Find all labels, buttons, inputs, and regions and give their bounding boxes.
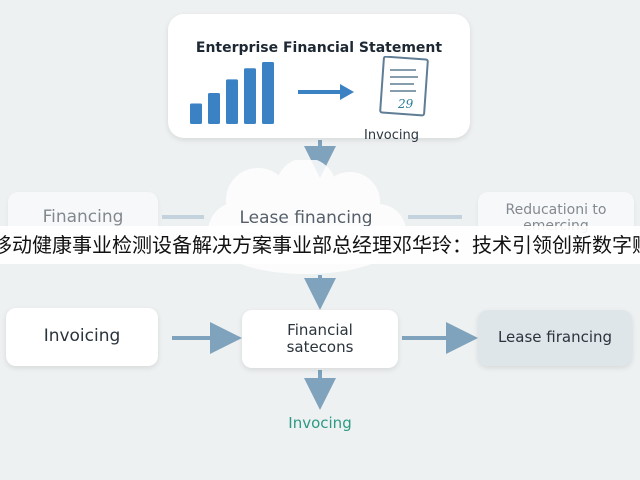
financial-statements-box: Financial satecons — [242, 310, 398, 368]
financial-label-line1: Financial — [287, 320, 353, 339]
financial-label-line2: satecons — [286, 338, 354, 356]
card-caption: Invocing — [364, 128, 419, 143]
invoicing-box: Invoicing — [6, 308, 158, 366]
bar-chart-icon — [190, 62, 274, 124]
invoicing-label: Invoicing — [43, 326, 121, 347]
lease-financing-box: Lease firancing — [478, 310, 632, 366]
card-title: Enterprise Financial Statement — [195, 40, 443, 56]
financial-statement-card: Enterprise Financial Statement 29 Invoci… — [168, 14, 470, 143]
bar-2 — [208, 93, 220, 124]
bar-4 — [244, 68, 256, 124]
invoice-document-icon: 29 — [379, 56, 429, 117]
financing-label: Financing — [42, 207, 124, 228]
lease-financing-label: Lease firancing — [497, 328, 613, 347]
doc-amount: 29 — [397, 97, 414, 111]
headline-banner: 移动健康事业检测设备解决方案事业部总经理邓华玲：技术引领创新数字赋 — [0, 226, 640, 264]
bar-5 — [262, 62, 274, 124]
bar-3 — [226, 79, 238, 124]
bar-1 — [190, 103, 202, 124]
right-arrow-icon — [298, 84, 354, 100]
bottom-invocing-label: Invocing — [288, 414, 352, 432]
cloud-label: Lease financing — [239, 208, 373, 228]
